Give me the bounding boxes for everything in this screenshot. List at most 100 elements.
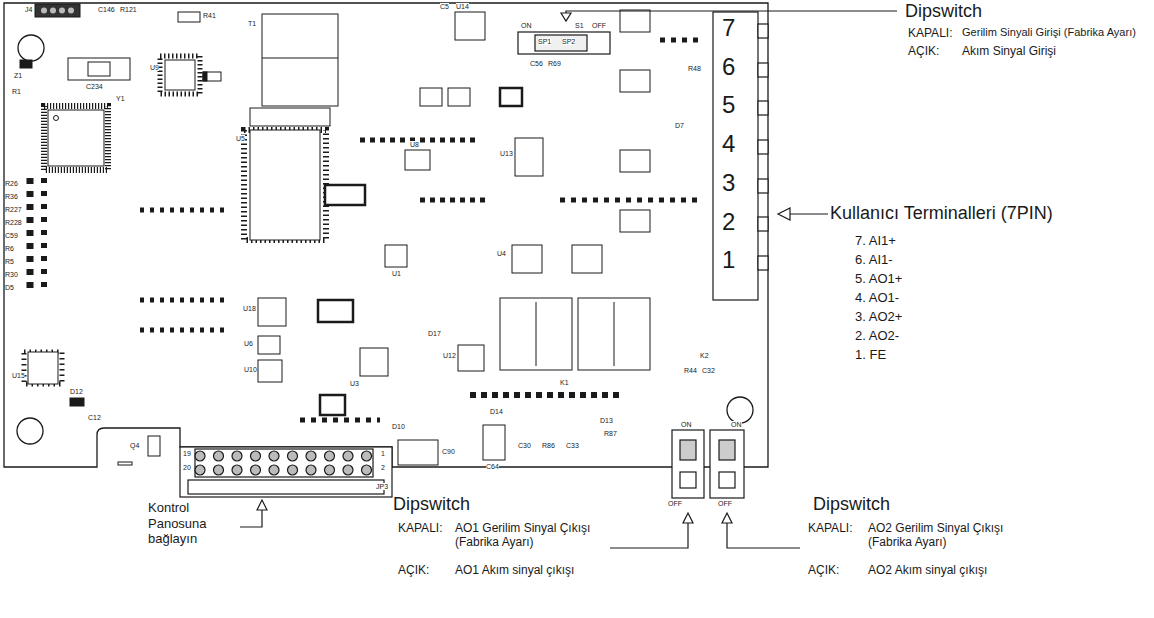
- components-part: [500, 298, 572, 370]
- connector-header-part: [195, 449, 373, 477]
- silkscreen-label: C59: [5, 232, 18, 239]
- board-outline-part: [18, 35, 44, 61]
- components-part: [614, 302, 615, 366]
- silkscreen-label: J4: [25, 6, 32, 13]
- leader-line-part: [683, 513, 693, 523]
- connector-header-part: [232, 465, 242, 475]
- components-part: [262, 58, 338, 59]
- components-part: [420, 88, 442, 106]
- components-part: [258, 336, 280, 354]
- pin-name: 2. AO2-: [855, 328, 899, 344]
- silkscreen-label: R69: [548, 60, 561, 67]
- dipswitch-symbol-part: [719, 440, 735, 460]
- silkscreen-label: ON: [731, 421, 742, 428]
- silkscreen-label: SP2: [562, 38, 575, 45]
- components-part: [360, 348, 388, 376]
- state-label: KAPALI:: [398, 521, 442, 535]
- components-part: [483, 425, 505, 460]
- silkscreen-label: R1: [12, 88, 21, 95]
- silkscreen-label: U6: [244, 340, 253, 347]
- connector-header-part: [269, 465, 279, 475]
- silkscreen-label: C146: [98, 6, 115, 13]
- silkscreen-label: R121: [120, 6, 137, 13]
- callout-title: Dipswitch: [905, 1, 982, 23]
- connector-header-part: [343, 465, 353, 475]
- silkscreen-label: D17: [428, 330, 441, 337]
- terminal-number: 4: [722, 130, 735, 159]
- silkscreen-label: C64: [486, 463, 499, 470]
- terminal-block-part: [758, 24, 768, 38]
- silkscreen-label: R87: [604, 430, 617, 437]
- components-part: [140, 298, 230, 303]
- dipswitch-symbol: [518, 32, 744, 498]
- pin-name: 4. AO1-: [855, 290, 899, 306]
- silkscreen-label: R228: [5, 219, 22, 226]
- silkscreen-label: D13: [600, 417, 613, 424]
- leader-line-part: [790, 213, 828, 214]
- connector-header-part: [214, 465, 224, 475]
- connector-header-part: [343, 451, 353, 461]
- terminal-number: 5: [722, 91, 735, 120]
- components-part: [41, 178, 47, 290]
- dipswitch-symbol-part: [518, 32, 610, 54]
- terminal-block-part: [758, 217, 768, 231]
- components-part: [455, 12, 485, 40]
- connector-header-part: [251, 465, 261, 475]
- silkscreen-label: Y1: [116, 95, 125, 102]
- leader-line-part: [727, 523, 800, 548]
- components-part: [405, 150, 430, 170]
- components-part: [325, 185, 365, 205]
- components-part: [160, 56, 200, 94]
- silkscreen-label: T1: [248, 20, 256, 27]
- leader-line-part: [722, 513, 732, 523]
- components-part: [24, 352, 62, 384]
- silkscreen-label: D5: [5, 284, 14, 291]
- state-text: Akım Sinyal Girişi: [962, 44, 1056, 58]
- leader-line-part: [561, 13, 571, 21]
- leader-line-part: [778, 208, 790, 220]
- board-outline-part: [4, 3, 768, 467]
- components-part: [140, 208, 230, 213]
- state-label: KAPALI:: [908, 26, 952, 40]
- components-part: [512, 245, 542, 273]
- components-part: [118, 462, 132, 465]
- silkscreen-label: D10: [392, 423, 405, 430]
- silkscreen-label: K2: [700, 352, 709, 359]
- silkscreen-label: Q4: [130, 442, 139, 449]
- silkscreen-label: SP1: [538, 38, 551, 45]
- connector-header-part: [269, 451, 279, 461]
- leader-line-part: [610, 523, 688, 548]
- silkscreen-label: R5: [5, 258, 14, 265]
- components-part: [148, 436, 160, 456]
- pin-name: 3. AO2+: [855, 309, 902, 325]
- components-part: [320, 395, 345, 415]
- dipswitch-symbol-part: [680, 440, 696, 460]
- pin-name: 1. FE: [855, 347, 886, 363]
- components-part: [620, 10, 650, 32]
- silkscreen-label: U15: [12, 372, 25, 379]
- connector-header-part: [180, 447, 392, 497]
- dipswitch-symbol-part: [672, 430, 704, 498]
- silkscreen-label: U4: [497, 250, 506, 257]
- components-part: [385, 245, 407, 267]
- components-part: [560, 198, 700, 203]
- components-part: [68, 8, 74, 14]
- terminal-number: 1: [722, 246, 735, 275]
- components-part: [50, 8, 56, 14]
- components-part: [458, 345, 484, 371]
- silkscreen-label: OFF: [592, 22, 606, 29]
- silkscreen-label: D14: [490, 408, 503, 415]
- components-part: [318, 300, 353, 322]
- silkscreen-label: R6: [5, 245, 14, 252]
- components-part: [258, 360, 282, 382]
- terminal-block-part: [713, 12, 758, 300]
- silkscreen-label: D7: [675, 122, 684, 129]
- leader-line-part: [240, 510, 262, 527]
- state-label: AÇIK:: [808, 563, 839, 577]
- terminal-block-part: [758, 63, 768, 77]
- board-outline-part: [17, 418, 43, 444]
- silkscreen-label: R227: [5, 206, 22, 213]
- callout-title: Kullanıcı Terminalleri (7PIN): [830, 203, 1053, 225]
- callout-title: Dipswitch: [813, 494, 890, 516]
